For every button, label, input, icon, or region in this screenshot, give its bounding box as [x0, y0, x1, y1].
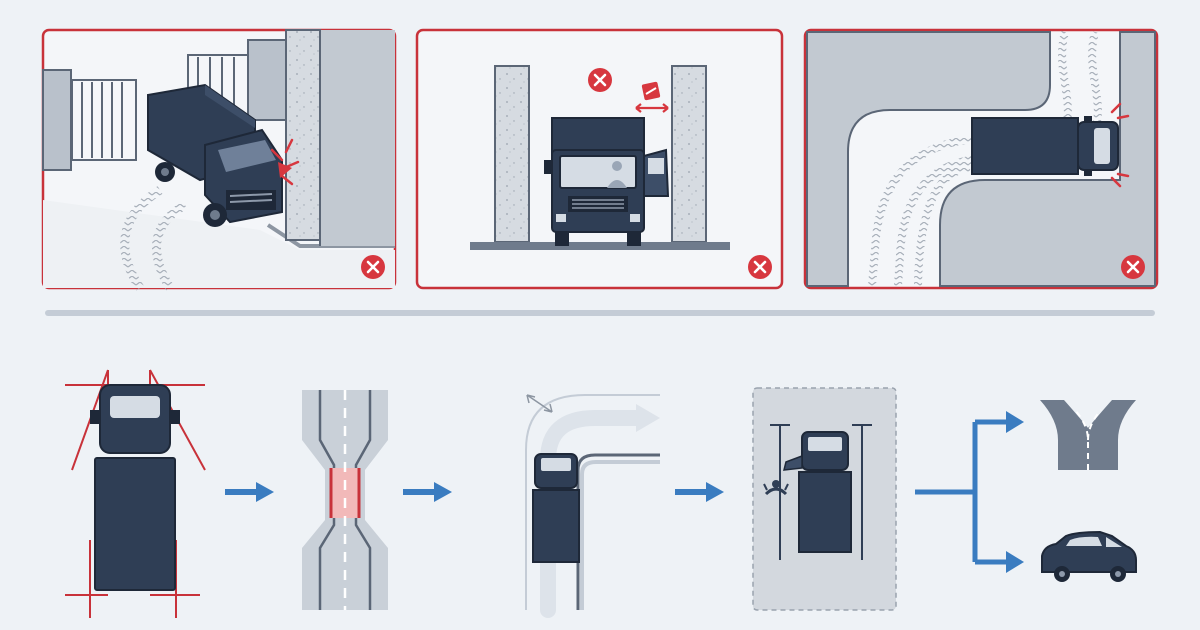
open-door [783, 454, 803, 471]
panel-tight-turn [803, 28, 1159, 290]
wall-right [671, 65, 707, 243]
tire-track [914, 164, 971, 287]
fork-road-icon [1040, 400, 1136, 470]
impact-warning-icon [1110, 102, 1130, 188]
step-wide-turn [525, 394, 660, 618]
arrow-right-icon [1006, 551, 1024, 573]
arrow-right-icon [403, 482, 452, 502]
windshield [541, 458, 571, 471]
tire-track [152, 201, 188, 291]
truck-cab [99, 384, 171, 454]
arrow-right-icon [1006, 411, 1024, 433]
clearance-arrow-icon [526, 394, 553, 413]
x-circle-icon [748, 255, 772, 279]
outer-curb [525, 394, 660, 610]
mirror [170, 410, 180, 424]
inner-curb [576, 453, 660, 610]
x-circle-icon [361, 255, 385, 279]
truck-box [798, 471, 852, 553]
x-circle-icon [588, 68, 612, 92]
gate-fence [42, 39, 289, 171]
step-narrowing-road [302, 390, 388, 610]
box-truck-front [544, 117, 670, 246]
bay-line [770, 424, 790, 560]
concrete-pillar [285, 29, 395, 246]
panel-narrow-passage [415, 28, 784, 290]
bay-line [852, 424, 872, 560]
step-route-choice [915, 400, 1137, 582]
windshield [110, 396, 160, 418]
box-truck-top [971, 116, 1119, 176]
inner-wall [939, 31, 1156, 287]
windshield [808, 437, 842, 451]
truck-box [94, 457, 176, 591]
arrow-right-icon [675, 482, 724, 502]
turn-arrow-head [636, 404, 660, 432]
outer-wall [806, 31, 1051, 287]
impact-warning-icon [270, 138, 300, 186]
wall-left [494, 65, 530, 243]
step-check-clearance [65, 369, 206, 618]
arrow-right-icon [225, 482, 274, 502]
mirror [90, 410, 100, 424]
person-icon [763, 480, 789, 496]
tire-track [120, 186, 163, 291]
section-divider [45, 310, 1155, 316]
panel-gate-collision [41, 28, 397, 291]
no-clearance-warning-icon [635, 81, 669, 113]
car-icon [1041, 530, 1137, 582]
narrow-highlight [330, 468, 360, 518]
truck-box [532, 489, 580, 563]
x-circle-icon [1121, 255, 1145, 279]
step-exit-in-bay [752, 387, 897, 611]
box-truck [147, 83, 283, 227]
guide-line [65, 540, 108, 618]
floor [470, 242, 730, 250]
